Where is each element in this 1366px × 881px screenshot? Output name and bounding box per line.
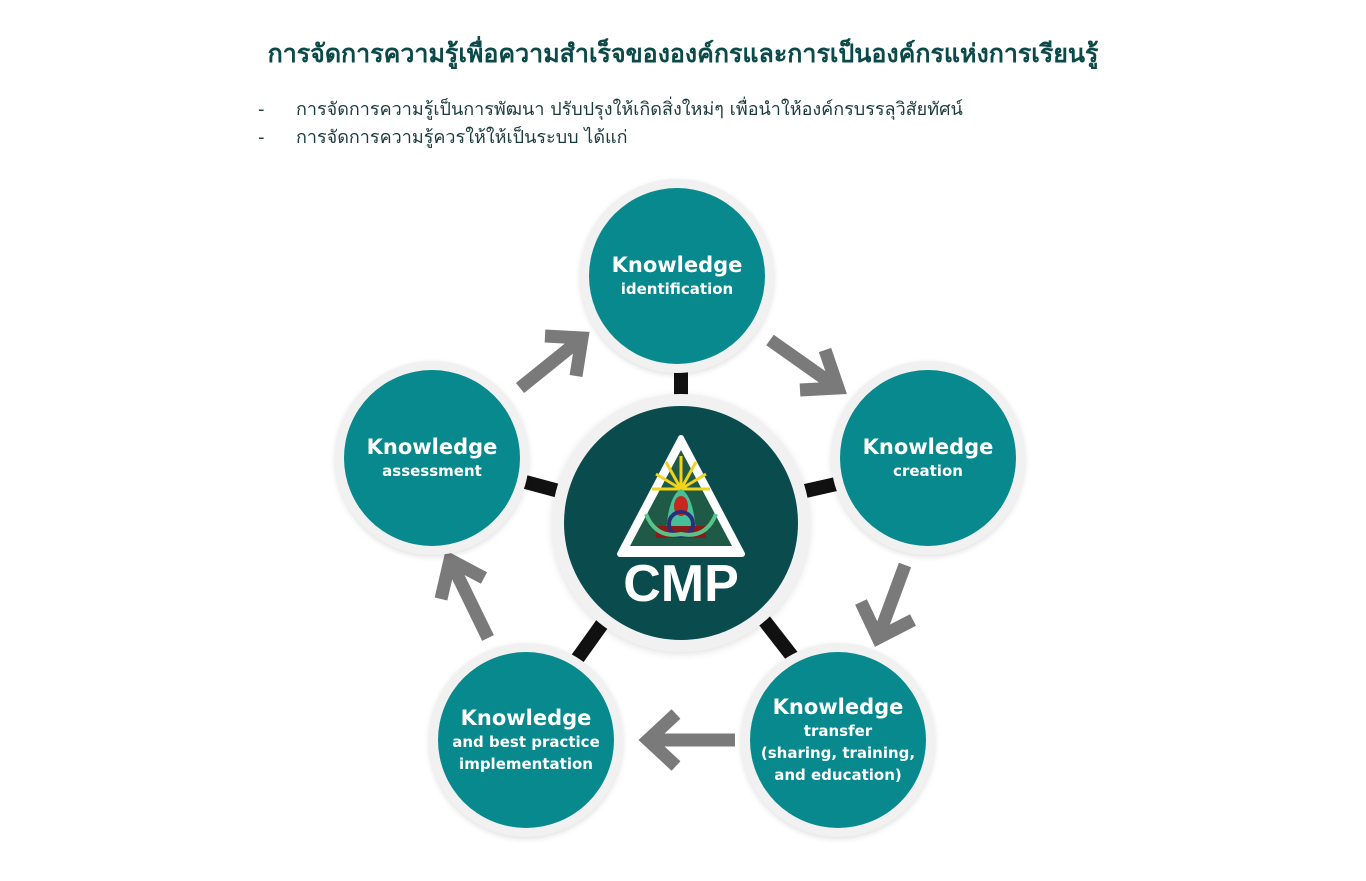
arrow-implementation-to-assessment: [434, 550, 494, 641]
node-heading: Knowledge: [460, 705, 592, 730]
node-subtitle: and education): [774, 765, 902, 784]
node-knowledge-implementation: Knowledge and best practice implementati…: [438, 652, 614, 828]
node-subtitle: implementation: [459, 754, 593, 773]
node-knowledge-transfer: Knowledge transfer (sharing, training, a…: [750, 652, 926, 828]
node-knowledge-identification: Knowledge identification: [589, 188, 765, 364]
node-subtitle: and best practice: [452, 732, 600, 751]
connector-transfer: [754, 610, 801, 665]
node-heading: Knowledge: [366, 434, 498, 459]
connector-implementation: [569, 615, 611, 667]
center-label: CMP: [623, 555, 739, 613]
node-subtitle: assessment: [382, 461, 482, 480]
bullet-marker: -: [258, 127, 265, 148]
arrow-creation-to-transfer: [855, 562, 916, 647]
node-heading: Knowledge: [611, 252, 743, 277]
node-heading: Knowledge: [862, 434, 994, 459]
bullet-text: การจัดการความรู้ควรให้ให้เป็นระบบ ได้แก่: [296, 127, 628, 148]
arrow-identification-to-creation: [766, 334, 847, 397]
node-knowledge-assessment: Knowledge assessment: [344, 370, 520, 546]
arrow-transfer-to-implementation: [638, 709, 735, 771]
bullet-marker: -: [258, 99, 265, 120]
bullet-list: - การจัดการความรู้เป็นการพัฒนา ปรับปรุงให…: [258, 96, 963, 152]
node-subtitle: creation: [893, 461, 963, 480]
page-title: การจัดการความรู้เพื่อความสำเร็จขององค์กร…: [267, 39, 1099, 68]
bullet-text: การจัดการความรู้เป็นการพัฒนา ปรับปรุงให้…: [296, 99, 963, 120]
connector-creation: [790, 475, 847, 501]
node-subtitle: transfer: [803, 721, 873, 740]
node-heading: Knowledge: [772, 694, 904, 719]
node-subtitle: (sharing, training,: [760, 743, 916, 762]
connector-assessment: [516, 473, 572, 501]
node-knowledge-creation: Knowledge creation: [840, 370, 1016, 546]
bullet-item: - การจัดการความรู้เป็นการพัฒนา ปรับปรุงให…: [258, 96, 963, 124]
node-subtitle: identification: [620, 279, 734, 298]
bullet-item: - การจัดการความรู้ควรให้ให้เป็นระบบ ได้แก…: [258, 124, 963, 152]
arrow-assessment-to-identification: [515, 329, 590, 394]
college-logo-icon: [617, 435, 745, 557]
center-hub: CMP: [564, 406, 798, 640]
